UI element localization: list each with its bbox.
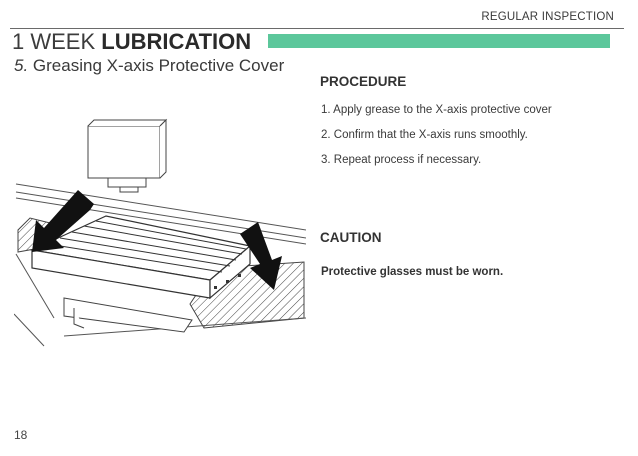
procedure-step: 2. Confirm that the X-axis runs smoothly… <box>321 129 528 141</box>
title-prefix: 1 WEEK <box>12 29 96 54</box>
header-rule <box>10 28 624 29</box>
subtitle: 5. Greasing X-axis Protective Cover <box>14 56 284 76</box>
page-title: 1 WEEK LUBRICATION <box>12 29 251 55</box>
subtitle-text: Greasing X-axis Protective Cover <box>32 56 285 75</box>
title-bold: LUBRICATION <box>101 29 252 54</box>
procedure-heading: PROCEDURE <box>320 74 407 89</box>
header-section-label: REGULAR INSPECTION <box>481 11 614 23</box>
caution-text: Protective glasses must be worn. <box>321 266 504 278</box>
machine-table-with-arrows-icon <box>13 118 307 355</box>
subtitle-number: 5. <box>14 56 29 75</box>
procedure-step: 1. Apply grease to the X-axis protective… <box>321 104 552 116</box>
caution-heading: CAUTION <box>320 230 382 245</box>
procedure-step: 3. Repeat process if necessary. <box>321 154 482 166</box>
title-accent-bar <box>268 34 610 48</box>
page-number: 18 <box>14 428 28 442</box>
